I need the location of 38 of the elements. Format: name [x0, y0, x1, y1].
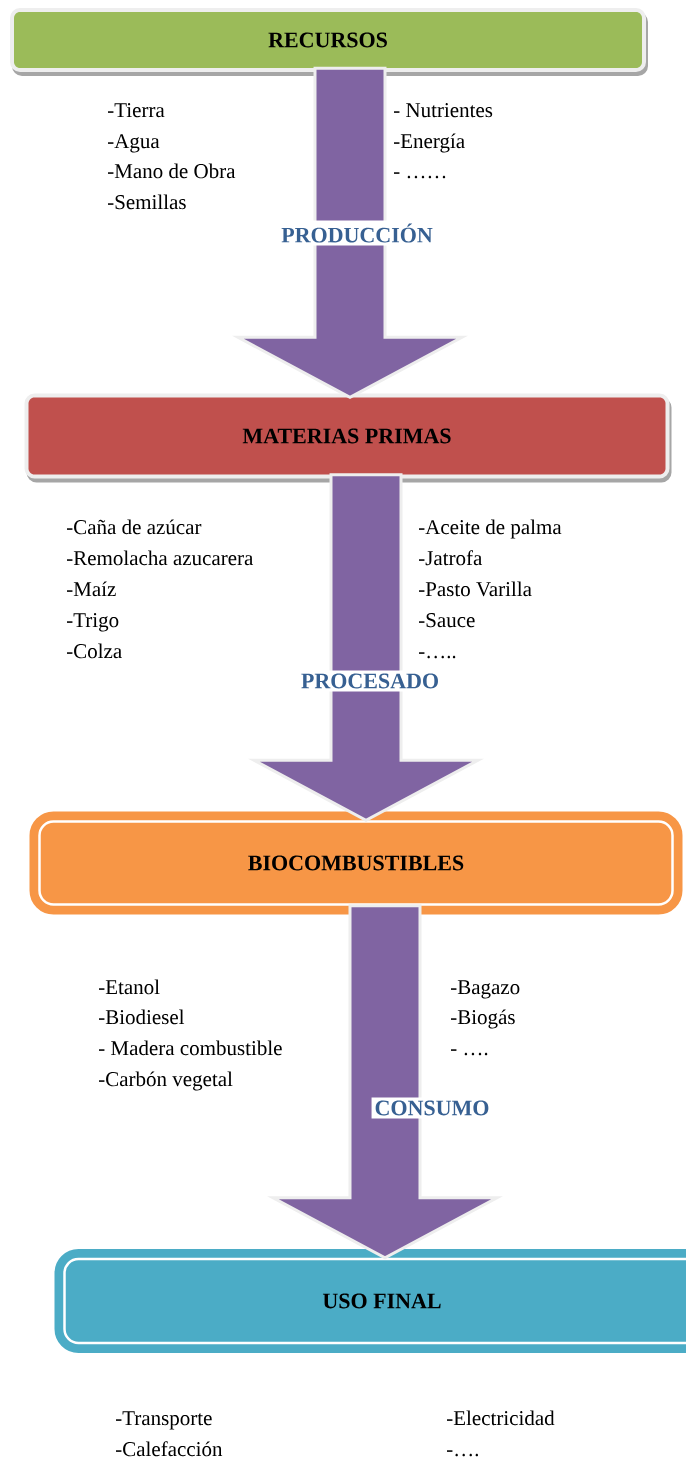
- block-arrow: [232, 66, 468, 399]
- list-item: -Carbón vegetal: [99, 1071, 233, 1091]
- list-item: -Bagazo: [451, 980, 520, 999]
- list-item: -Etanol: [99, 979, 160, 995]
- list-item: -Colza: [67, 643, 122, 659]
- list-item: -Calefacción: [116, 1441, 223, 1457]
- title-box: RECURSOS: [10, 8, 648, 76]
- block-arrow: [248, 473, 484, 822]
- list-item: -Caña de azúcar: [67, 519, 202, 535]
- list-item: -….: [447, 1450, 479, 1457]
- list-item: -Maíz: [67, 581, 116, 597]
- edge-label: CONSUMO: [371, 1097, 493, 1119]
- list-item: -Sauce: [419, 613, 475, 628]
- list-item: -Electricidad: [447, 1410, 555, 1426]
- list-item: - Nutrientes: [394, 103, 493, 118]
- list-item: -Semillas: [108, 194, 186, 210]
- title-box: MATERIAS PRIMAS: [24, 393, 672, 483]
- list-item: -Aceite de palma: [419, 519, 562, 539]
- list-item: -Biodiesel: [99, 1009, 185, 1025]
- list-item: -Biogás: [451, 1009, 515, 1029]
- title-box: USO FINAL: [54, 1249, 686, 1353]
- block-arrow: [267, 904, 503, 1260]
- list-item: -Energía: [394, 133, 465, 153]
- edge-label: PRODUCCIÓN: [278, 220, 436, 246]
- title-box: BIOCOMBUSTIBLES: [29, 811, 683, 915]
- list-item: -Transporte: [116, 1411, 212, 1430]
- list-item: -Tierra: [108, 103, 165, 118]
- edge-label: PROCESADO: [297, 670, 443, 692]
- list-item: -Pasto Varilla: [419, 581, 532, 597]
- list-item: - ……: [394, 172, 446, 179]
- list-item: -Agua: [108, 134, 160, 153]
- list-item: -Remolacha azucarera: [67, 550, 254, 566]
- list-item: -…..: [419, 652, 456, 659]
- list-item: -Jatrofa: [419, 550, 483, 566]
- list-item: -Trigo: [67, 613, 119, 632]
- list-item: - ….: [451, 1049, 488, 1056]
- list-item: -Mano de Obra: [108, 163, 236, 179]
- list-item: - Madera combustible: [99, 1040, 282, 1056]
